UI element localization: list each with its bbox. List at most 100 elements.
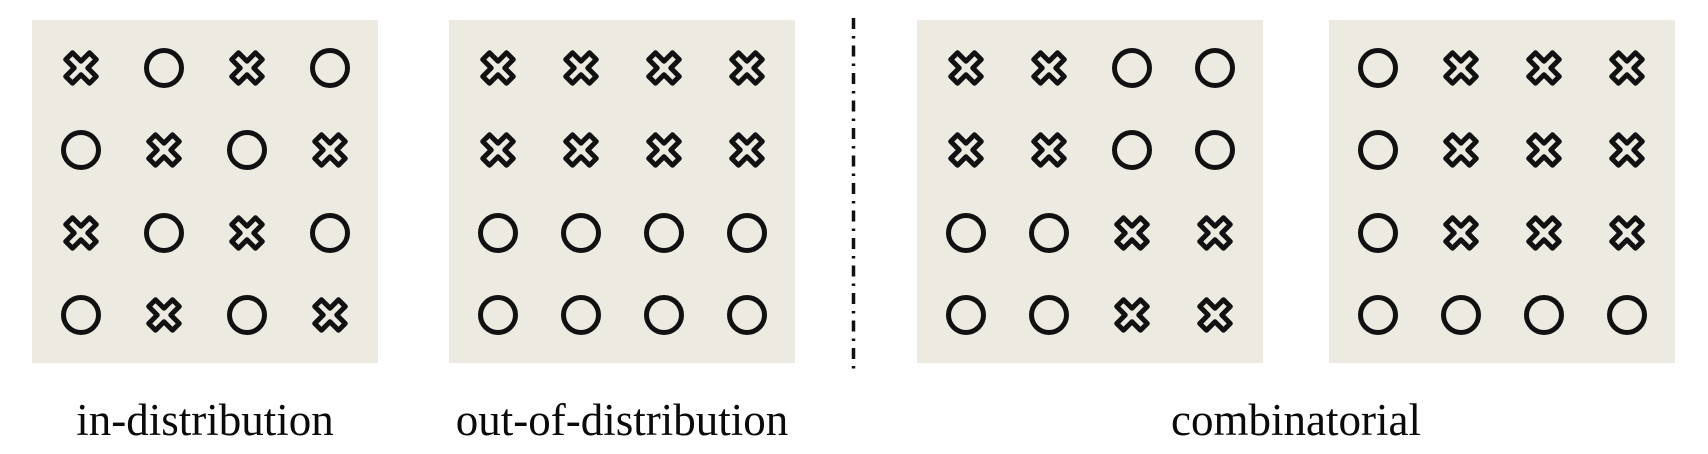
grid-cell-cross xyxy=(622,27,705,109)
circle-icon xyxy=(560,212,601,253)
grid-cell-cross xyxy=(924,109,1007,191)
circle-icon xyxy=(309,48,350,89)
cross-icon xyxy=(311,132,348,169)
grid-cell-circle xyxy=(1336,274,1419,356)
circle-icon xyxy=(1357,130,1398,171)
cross-icon xyxy=(62,50,99,86)
cross-icon xyxy=(645,50,682,86)
cross-icon xyxy=(1030,132,1067,169)
cross-icon xyxy=(1196,214,1233,251)
grid-cell-cross xyxy=(1585,27,1668,109)
grid-cell-circle xyxy=(205,109,288,191)
cross-icon xyxy=(562,132,599,169)
circle-icon xyxy=(726,212,767,253)
grid-cell-cross xyxy=(705,27,788,109)
circle-icon xyxy=(643,294,684,335)
circle-icon xyxy=(1028,212,1069,253)
cross-icon xyxy=(1113,297,1150,333)
circle-icon xyxy=(1194,130,1235,171)
circle-icon xyxy=(477,212,518,253)
cross-icon xyxy=(947,50,984,86)
cross-icon xyxy=(311,297,348,333)
circle-icon xyxy=(60,294,101,335)
circle-icon xyxy=(1606,294,1647,335)
cross-icon xyxy=(228,50,265,86)
panel-out-of-distribution xyxy=(449,20,795,363)
grid-cell-cross xyxy=(1585,192,1668,274)
grid-cell-cross xyxy=(1502,27,1585,109)
grid-cell-cross xyxy=(1585,109,1668,191)
circle-icon xyxy=(1111,130,1152,171)
grid-cell-circle xyxy=(39,109,122,191)
grid-cell-circle xyxy=(622,274,705,356)
grid-cell-cross xyxy=(205,27,288,109)
cross-icon xyxy=(645,132,682,169)
grid-cell-circle xyxy=(1336,192,1419,274)
circle-icon xyxy=(1028,294,1069,335)
cross-icon xyxy=(479,132,516,169)
circle-icon xyxy=(1357,48,1398,89)
circle-icon xyxy=(560,294,601,335)
cross-icon xyxy=(1442,214,1479,251)
cross-icon xyxy=(562,50,599,86)
cross-icon xyxy=(1525,50,1562,86)
circle-icon xyxy=(1523,294,1564,335)
grid-cell-circle xyxy=(288,27,371,109)
circle-icon xyxy=(226,130,267,171)
grid-cell-circle xyxy=(539,274,622,356)
circle-icon xyxy=(1194,48,1235,89)
grid-cell-circle xyxy=(1419,274,1502,356)
cross-icon xyxy=(145,132,182,169)
grid-cell-cross xyxy=(1502,109,1585,191)
cross-icon xyxy=(62,214,99,251)
grid-cell-circle xyxy=(539,192,622,274)
grid-cell-cross xyxy=(288,274,371,356)
circle-icon xyxy=(60,130,101,171)
grid-cell-cross xyxy=(1419,192,1502,274)
cross-icon xyxy=(1525,214,1562,251)
grid-cell-cross xyxy=(622,109,705,191)
grid-cell-cross xyxy=(39,27,122,109)
cross-icon xyxy=(479,50,516,86)
circle-icon xyxy=(477,294,518,335)
circle-icon xyxy=(143,48,184,89)
grid-cell-cross xyxy=(122,274,205,356)
circle-icon xyxy=(309,212,350,253)
grid-cell-cross xyxy=(288,109,371,191)
grid-cell-cross xyxy=(1173,192,1256,274)
cross-icon xyxy=(1196,297,1233,333)
grid-cell-cross xyxy=(539,109,622,191)
grid-cell-cross xyxy=(1419,27,1502,109)
grid-cell-cross xyxy=(1090,192,1173,274)
circle-icon xyxy=(1357,294,1398,335)
grid-cell-circle xyxy=(1173,109,1256,191)
label-combinatorial: combinatorial xyxy=(1171,395,1421,445)
cross-icon xyxy=(1608,50,1645,86)
circle-icon xyxy=(1111,48,1152,89)
cross-icon xyxy=(1525,132,1562,169)
grid-cell-cross xyxy=(39,192,122,274)
dash-dot-line-icon xyxy=(851,18,856,372)
dash-dot-divider-line xyxy=(850,18,857,372)
circle-icon xyxy=(945,294,986,335)
grid-cell-cross xyxy=(122,109,205,191)
cross-icon xyxy=(1608,214,1645,251)
cross-icon xyxy=(728,50,765,86)
label-out-of-distribution: out-of-distribution xyxy=(455,395,789,445)
panel-combinatorial-right xyxy=(1329,20,1675,363)
circle-icon xyxy=(226,294,267,335)
grid-cell-circle xyxy=(39,274,122,356)
grid-cell-circle xyxy=(1007,274,1090,356)
grid-cell-circle xyxy=(205,274,288,356)
cross-icon xyxy=(1442,50,1479,86)
grid-cell-cross xyxy=(1090,274,1173,356)
grid-cell-circle xyxy=(705,192,788,274)
grid-cell-circle xyxy=(1585,274,1668,356)
grid-cell-circle xyxy=(1502,274,1585,356)
panel-combinatorial-left xyxy=(917,20,1263,363)
grid-cell-circle xyxy=(456,192,539,274)
grid-cell-circle xyxy=(924,274,1007,356)
grid-cell-cross xyxy=(1502,192,1585,274)
circle-icon xyxy=(143,212,184,253)
grid-cell-cross xyxy=(205,192,288,274)
